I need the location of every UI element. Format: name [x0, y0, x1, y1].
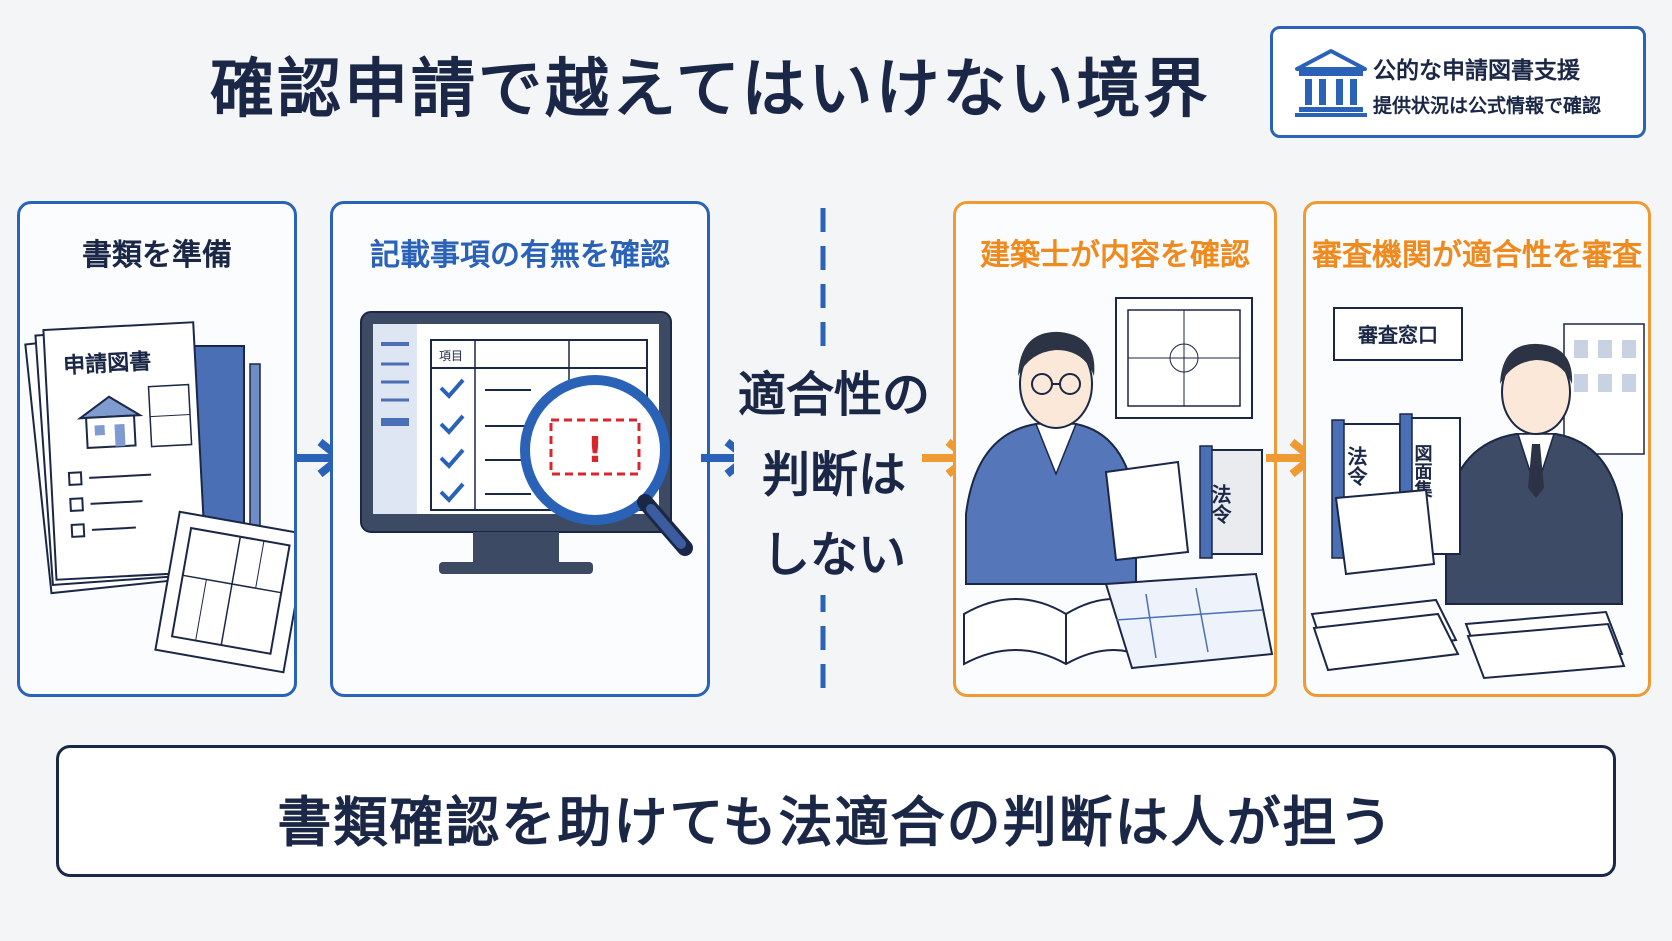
boundary-statement: 適合性の 判断は しない [734, 355, 934, 595]
boundary-line-2: 判断は [761, 447, 906, 503]
step-panel-check-entries: 記載事項の有無を確認 項目 [330, 201, 710, 697]
document-label: 申請図書 [63, 349, 152, 380]
conclusion-text: 書類確認を助けても法適合の判断は人が担う [277, 791, 1395, 854]
table-header-label: 項目 [439, 349, 463, 363]
floor-plan-icon [154, 510, 294, 674]
law-book-icon: 法令 [1199, 445, 1263, 559]
page-title: 確認申請で越えてはいけない境界 [210, 53, 1211, 127]
boundary-line-3: しない [761, 527, 906, 583]
step-title: 審査機関が適合性を審査 [1312, 238, 1642, 273]
conclusion-box: 書類確認を助けても法適合の判断は人が担う [56, 745, 1616, 877]
step-title: 書類を準備 [82, 238, 232, 273]
drawing-book-label: 図面集 [1412, 444, 1434, 499]
architect-person-icon: 法令 [963, 297, 1274, 670]
bank-building-icon [1295, 49, 1367, 117]
boundary-line-1: 適合性の [737, 367, 930, 423]
blueprint-icon [1104, 572, 1274, 670]
counter-sign-label: 審査窓口 [1357, 323, 1438, 347]
step-title: 建築士が内容を確認 [980, 238, 1250, 273]
support-line-2: 提供状況は公式情報で確認 [1373, 95, 1602, 117]
step-title: 記載事項の有無を確認 [370, 238, 670, 273]
magnifier-icon: ! [520, 375, 693, 556]
step-panel-architect-review: 建築士が内容を確認 法令 [953, 201, 1277, 697]
checkmark-icon [439, 378, 465, 503]
public-support-notice: 公的な申請図書支援 提供状況は公式情報で確認 [1270, 26, 1646, 138]
law-book-label: 法令 [1208, 483, 1232, 525]
law-book-label: 法令 [1344, 445, 1368, 487]
step-panel-authority-review: 審査機関が適合性を審査 審査窓口 法令 図面集 [1303, 201, 1651, 697]
inspector-person-icon: 審査窓口 法令 図面集 [1310, 307, 1645, 680]
step-panel-prepare-documents: 書類を準備 申請図書 [17, 201, 297, 697]
support-line-1: 公的な申請図書支援 [1373, 58, 1580, 84]
monitor-icon: 項目 ! [360, 311, 693, 574]
document-pile-icon [1310, 598, 1626, 680]
warning-icon: ! [587, 430, 603, 471]
document-stack-icon: 申請図書 [24, 321, 294, 674]
